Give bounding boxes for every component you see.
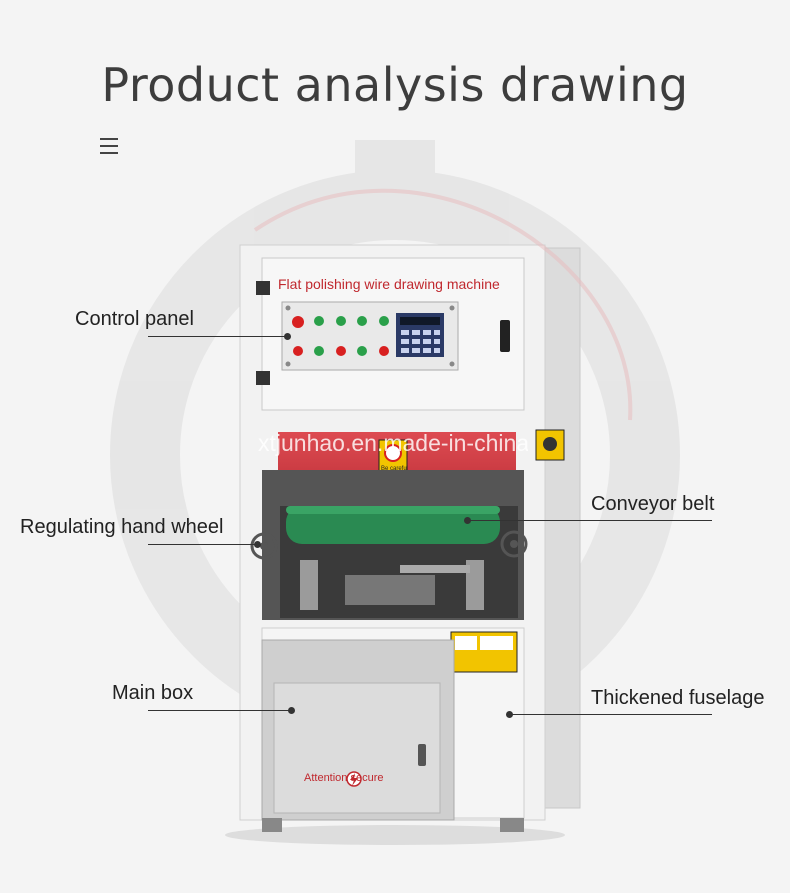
menu-icon[interactable]	[100, 136, 120, 158]
callout-conveyor-belt-dot	[464, 517, 471, 524]
callout-hand-wheel-dot	[254, 541, 261, 548]
callout-conveyor-belt-line	[468, 520, 712, 521]
box-warning-text: Attention secure	[304, 772, 384, 784]
callout-fuselage-label: Thickened fuselage	[591, 687, 765, 709]
callout-control-panel-line	[148, 336, 288, 337]
callout-main-box-line	[148, 710, 292, 711]
callout-fuselage-dot	[506, 711, 513, 718]
watermark-text: xtjunhao.en.made-in-china.com	[258, 430, 528, 456]
callout-control-panel-dot	[284, 333, 291, 340]
callout-fuselage-line	[510, 714, 712, 715]
callout-main-box-label: Main box	[112, 682, 194, 704]
callout-hand-wheel-label: Regulating hand wheel	[20, 516, 224, 538]
callout-hand-wheel-line	[148, 544, 258, 545]
machine-name-text: Flat polishing wire drawing machine	[278, 276, 500, 292]
warning-sticker-text: Be careful	[381, 466, 409, 472]
callout-control-panel-label: Control panel	[75, 308, 194, 330]
callout-main-box-dot	[288, 707, 295, 714]
page-title: Product analysis drawing	[101, 58, 689, 112]
callout-conveyor-belt-label: Conveyor belt	[591, 493, 715, 515]
